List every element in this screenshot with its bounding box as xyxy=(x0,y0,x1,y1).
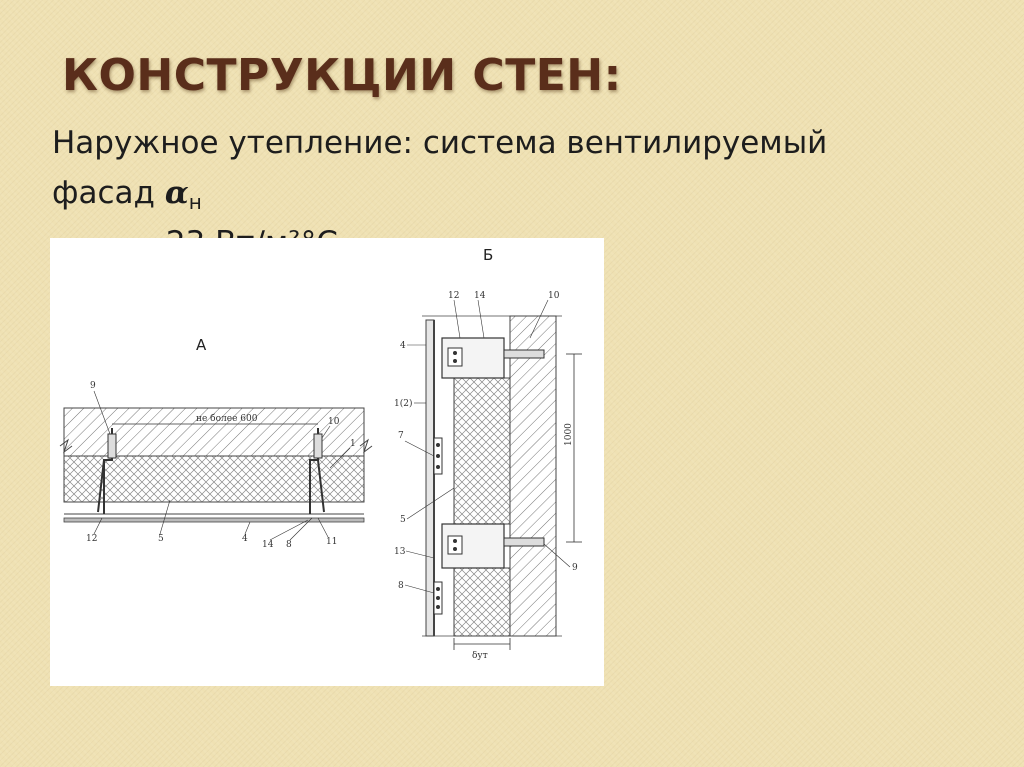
callout-b-5: 5 xyxy=(400,515,406,525)
body-line-1: Наружное утепление: система вентилируемы… xyxy=(52,125,828,161)
callout-a-4: 4 xyxy=(242,534,248,544)
callout-b-8: 8 xyxy=(398,581,404,591)
callout-a-14: 14 xyxy=(262,540,274,550)
slide-title: КОНСТРУКЦИИ СТЕН: xyxy=(62,50,622,101)
body-text: Наружное утепление: система вентилируемы… xyxy=(52,118,992,227)
callout-b-12: 12 xyxy=(448,291,459,301)
span-note: не более 600 xyxy=(196,413,258,424)
dim-height: 1000 xyxy=(564,423,574,446)
body-line-2: фасад αн xyxy=(52,168,992,227)
callout-b-7: 7 xyxy=(398,431,404,441)
technical-drawing: А не более 600 9 10 1 1 xyxy=(50,238,604,686)
callout-b-4: 4 xyxy=(400,341,406,351)
callout-a-9: 9 xyxy=(90,381,96,391)
view-a-label: А xyxy=(196,336,207,354)
callout-b-10: 10 xyxy=(548,291,560,301)
view-b: Б xyxy=(394,246,582,661)
view-b-label: Б xyxy=(483,246,493,264)
callout-b-13: 13 xyxy=(394,547,406,557)
callout-a-12: 12 xyxy=(86,534,97,544)
technical-drawing-svg: А не более 600 9 10 1 1 xyxy=(59,246,582,661)
callout-a-11: 11 xyxy=(326,537,337,547)
callout-b-14: 14 xyxy=(474,291,486,301)
callout-b-9: 9 xyxy=(572,563,578,573)
view-a: А не более 600 9 10 1 1 xyxy=(59,336,373,550)
dim-thickness: δут xyxy=(472,651,488,661)
body-line-3-clipped: = 23 Вт/м²°С xyxy=(130,223,338,239)
callout-a-8: 8 xyxy=(286,540,292,550)
symbol-subscript: н xyxy=(188,190,202,214)
callout-a-10: 10 xyxy=(328,417,340,427)
callout-a-5: 5 xyxy=(158,534,164,544)
callout-a-1: 1 xyxy=(350,439,356,449)
heat-transfer-symbol: α xyxy=(164,175,189,211)
callout-b-1-2: 1(2) xyxy=(394,398,412,409)
body-line-2-text: фасад xyxy=(52,175,165,211)
